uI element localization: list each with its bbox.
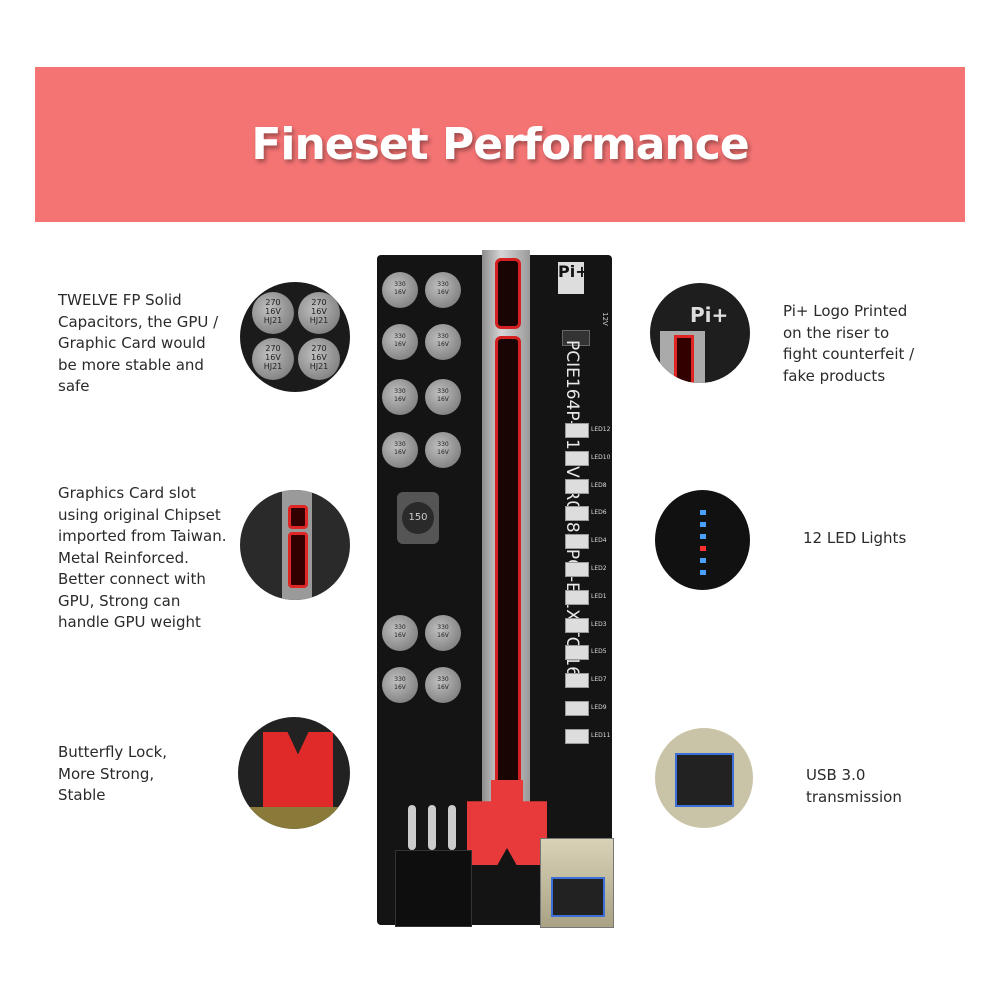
feature-logo-text: Pi+ Logo Printed on the riser to fight c… [783,302,915,385]
feature-slot-text: Graphics Card slot using original Chipse… [58,484,227,631]
page-title: Fineset Performance [251,119,749,170]
capacitor: 330 16V [382,379,418,415]
closeup-capacitor: 270 16V HJ21 [298,292,340,334]
led [565,562,589,577]
closeup-logo: Pi+ [690,303,729,327]
led [565,673,589,689]
usb3-port[interactable] [540,838,614,928]
led [565,589,589,605]
pi-logo: Pi+ [558,262,589,294]
logo-closeup-icon: Pi+ [650,283,750,383]
led [565,423,589,438]
led [565,701,589,716]
power-pin [408,805,416,850]
chip [562,330,590,346]
capacitor: 330 16V [425,432,461,468]
usb-closeup-icon [655,728,753,828]
inductor: 150 [397,492,439,544]
board-model-text: PCIE164P-N18 VER018S PCI-E 1X TO 16X [562,340,582,689]
feature-led-text: 12 LED Lights [803,529,907,547]
butterfly-lock-closeup-icon [238,717,350,829]
voltage-label: 12V [600,312,609,326]
power-pin [448,805,456,850]
capacitor: 330 16V [382,432,418,468]
led-label: LED10 [591,453,611,461]
led [565,534,589,550]
led [565,450,589,466]
closeup-capacitor: 270 16V HJ21 [252,338,294,380]
led-label: LED8 [591,481,607,489]
led [565,506,589,522]
capacitor: 330 16V [425,667,461,703]
capacitors-closeup-icon: 270 16V HJ21 270 16V HJ21 270 16V HJ21 2… [240,282,350,392]
power-connector[interactable] [395,850,472,927]
capacitor: 330 16V [382,324,418,360]
led-label: LED5 [591,648,607,656]
closeup-capacitor: 270 16V HJ21 [298,338,340,380]
led [565,617,589,633]
led-label: LED9 [591,704,607,711]
closeup-capacitor: 270 16V HJ21 [252,292,294,334]
led-label: LED1 [591,592,607,600]
capacitor: 330 16V [425,272,461,308]
capacitor: 330 16V [382,615,418,651]
feature-usb-text: USB 3.0 transmission [806,766,902,806]
inductor-label: 150 [402,502,434,534]
capacitor: 330 16V [382,272,418,308]
capacitor: 330 16V [425,324,461,360]
led-label: LED4 [591,537,607,545]
led-closeup-icon [655,490,750,590]
slot-closeup-icon [240,490,350,600]
capacitor: 330 16V [425,379,461,415]
pcie-x16-slot [482,250,530,835]
led-label: LED12 [591,426,611,433]
led-label: LED6 [591,509,607,517]
led [565,478,589,494]
power-pin [428,805,436,850]
led-label: LED7 [591,676,607,684]
feature-lock-text: Butterfly Lock, More Strong, Stable [58,743,168,804]
capacitor: 330 16V [425,615,461,651]
led-label: LED3 [591,620,607,628]
led [565,728,589,744]
led-label: LED11 [591,731,611,739]
led [565,645,589,661]
feature-capacitors-text: TWELVE FP Solid Capacitors, the GPU / Gr… [58,291,219,395]
led-label: LED2 [591,565,607,572]
capacitor: 330 16V [382,667,418,703]
header-banner: Fineset Performance [35,67,965,222]
